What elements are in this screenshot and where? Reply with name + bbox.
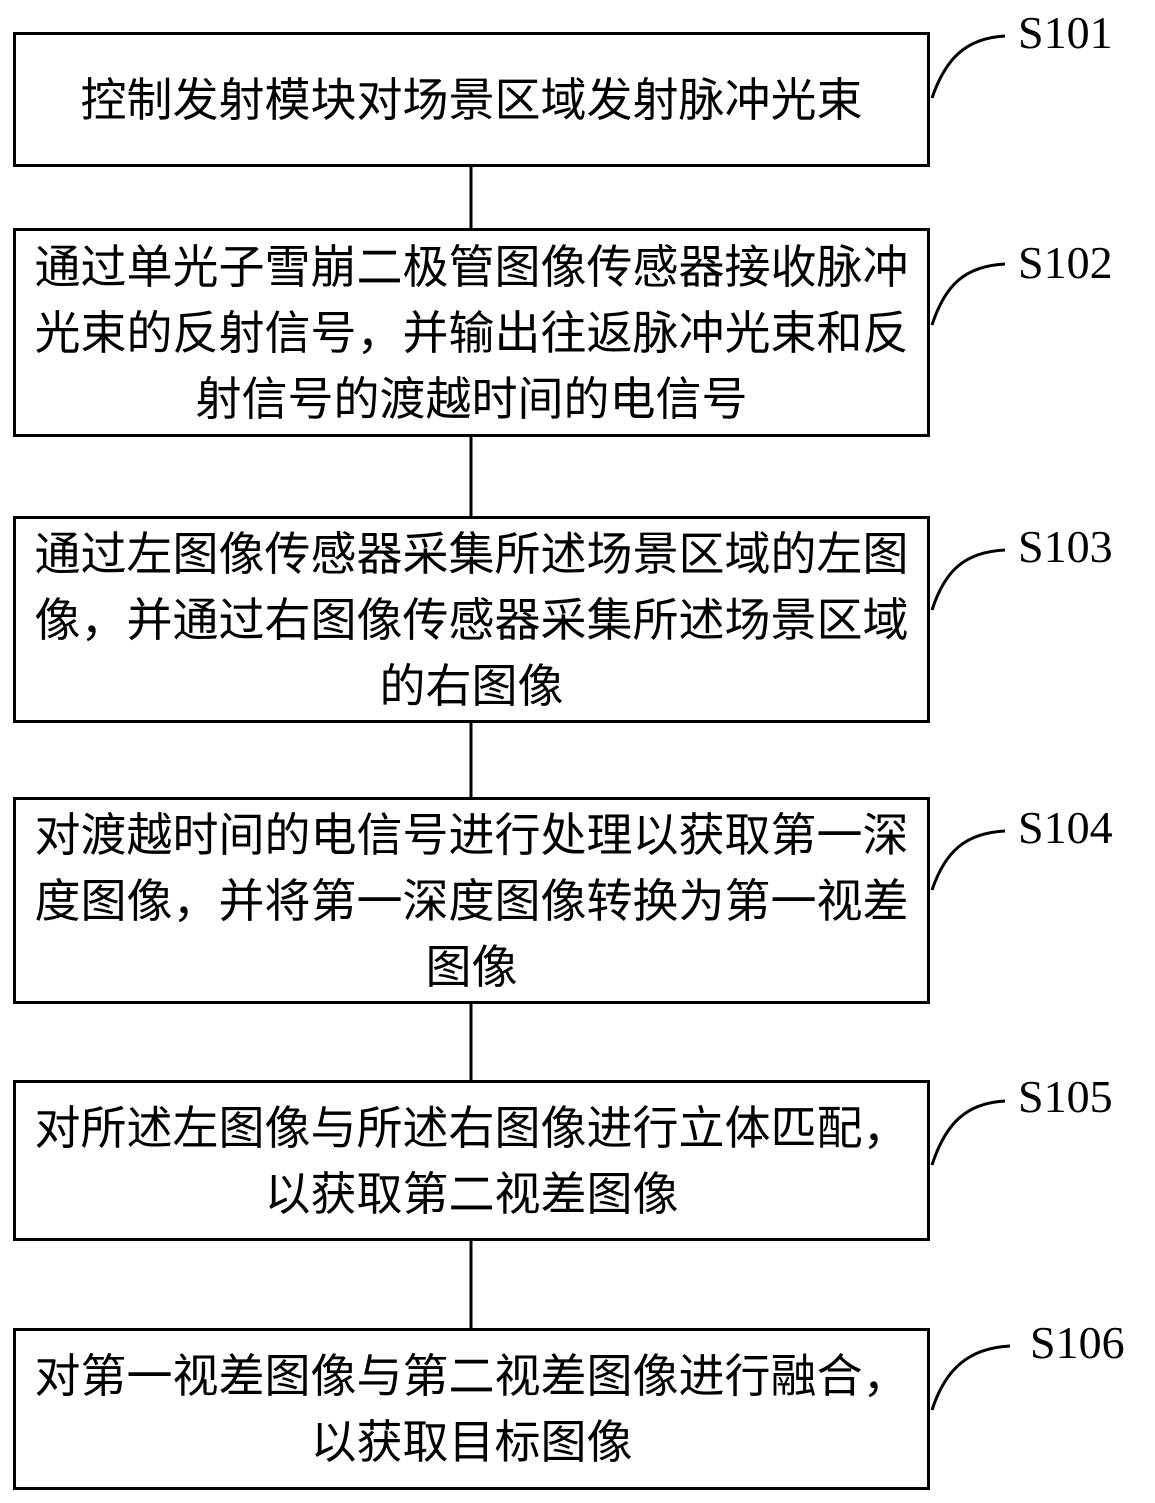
step-id-s103: S103 bbox=[1018, 521, 1113, 572]
leader-s102 bbox=[930, 262, 1006, 326]
step-id-s104: S104 bbox=[1018, 802, 1113, 853]
step-id-s105: S105 bbox=[1018, 1071, 1113, 1122]
leader-s106 bbox=[930, 1344, 1011, 1411]
step-box-s104: 对渡越时间的电信号进行处理以获取第一深度图像，并将第一深度图像转换为第一视差图像 bbox=[13, 797, 930, 1004]
leader-s104 bbox=[930, 829, 1006, 891]
step-text-s102: 通过单光子雪崩二极管图像传感器接收脉冲光束的反射信号，并输出往返脉冲光束和反射信… bbox=[34, 239, 909, 426]
step-box-s103: 通过左图像传感器采集所述场景区域的左图像，并通过右图像传感器采集所述场景区域的右… bbox=[13, 516, 930, 723]
step-id-s101: S101 bbox=[1018, 7, 1113, 58]
step-text-s106: 对第一视差图像与第二视差图像进行融合，以获取目标图像 bbox=[34, 1349, 909, 1469]
step-box-s102: 通过单光子雪崩二极管图像传感器接收脉冲光束的反射信号，并输出往返脉冲光束和反射信… bbox=[13, 228, 930, 437]
leader-s105 bbox=[930, 1099, 1006, 1166]
step-text-s103: 通过左图像传感器采集所述场景区域的左图像，并通过右图像传感器采集所述场景区域的右… bbox=[34, 526, 909, 713]
step-text-s101: 控制发射模块对场景区域发射脉冲光束 bbox=[80, 72, 863, 127]
leader-s103 bbox=[930, 548, 1006, 611]
step-text-s104: 对渡越时间的电信号进行处理以获取第一深度图像，并将第一深度图像转换为第一视差图像 bbox=[34, 807, 909, 994]
step-text-s105: 对所述左图像与所述右图像进行立体匹配，以获取第二视差图像 bbox=[34, 1100, 909, 1221]
step-box-s106: 对第一视差图像与第二视差图像进行融合，以获取目标图像 bbox=[13, 1328, 930, 1490]
leader-s101 bbox=[930, 34, 1006, 99]
step-box-s105: 对所述左图像与所述右图像进行立体匹配，以获取第二视差图像 bbox=[13, 1080, 930, 1241]
step-id-s102: S102 bbox=[1018, 237, 1113, 288]
step-id-s106: S106 bbox=[1030, 1317, 1125, 1368]
step-box-s101: 控制发射模块对场景区域发射脉冲光束 bbox=[13, 32, 930, 167]
